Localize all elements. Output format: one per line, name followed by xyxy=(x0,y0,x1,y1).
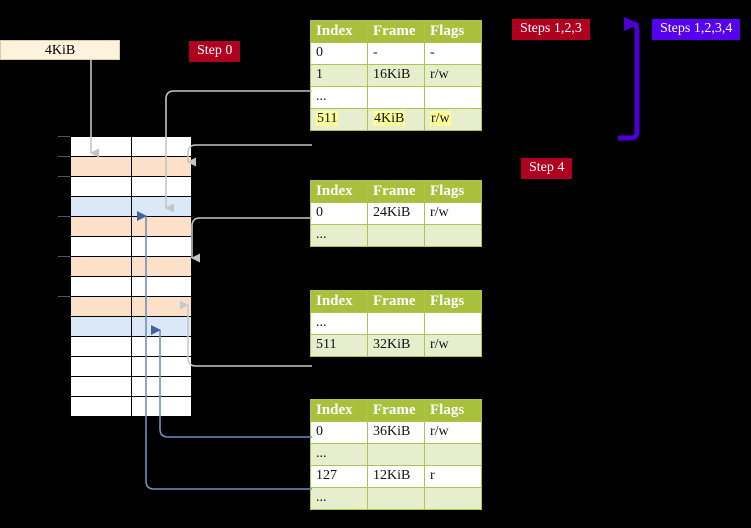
column-header-flags: Flags xyxy=(424,290,482,313)
connector-pdp-to-grid xyxy=(191,217,312,263)
cell-index: ... xyxy=(310,312,368,335)
cell-flags: r/w xyxy=(424,421,482,444)
cell-frame xyxy=(367,487,425,510)
memory-frame-grid xyxy=(70,136,191,417)
cell-flags xyxy=(424,86,482,109)
cell-flags xyxy=(424,443,482,466)
cell-index: 0 xyxy=(310,202,368,225)
column-header-index: Index xyxy=(310,20,368,43)
connector-pd-to-grid xyxy=(180,300,312,367)
cell-frame xyxy=(367,312,425,335)
cell-frame xyxy=(367,86,425,109)
badge-steps-1234: Steps 1,2,3,4 xyxy=(652,19,741,40)
table-row: 0-- xyxy=(310,42,482,65)
table-row: ... xyxy=(310,487,482,510)
cell-flags: r/w xyxy=(424,64,482,87)
cell-flags xyxy=(424,312,482,335)
memory-row-tick xyxy=(58,136,70,137)
column-header-flags: Flags xyxy=(424,20,482,43)
cell-flags xyxy=(424,224,482,247)
cell-index: ... xyxy=(310,224,368,247)
cell-flags xyxy=(424,487,482,510)
cell-index: 0 xyxy=(310,421,368,444)
cell-frame: 12KiB xyxy=(367,465,425,488)
highlighted-value: 511 xyxy=(316,111,339,126)
column-header-frame: Frame xyxy=(367,290,425,313)
cell-frame: 4KiB xyxy=(367,108,425,131)
badge-step-4: Step 4 xyxy=(521,158,573,179)
cell-flags: r/w xyxy=(424,334,482,357)
memory-size-box: 4KiB xyxy=(0,40,120,60)
cell-frame: 24KiB xyxy=(367,202,425,225)
column-header-frame: Frame xyxy=(367,180,425,203)
cell-index: 0 xyxy=(310,42,368,65)
cell-index: ... xyxy=(310,443,368,466)
cell-frame: - xyxy=(367,42,425,65)
memory-row-tick xyxy=(58,176,70,177)
badge-steps-123: Steps 1,2,3 xyxy=(512,19,590,40)
highlighted-value: r/w xyxy=(430,111,451,126)
table-row: ... xyxy=(310,312,482,335)
cell-frame xyxy=(367,224,425,247)
connector-grid-to-pdp xyxy=(187,144,312,167)
column-header-frame: Frame xyxy=(367,20,425,43)
cell-index: ... xyxy=(310,86,368,109)
table-row: ... xyxy=(310,443,482,466)
cell-flags: r/w xyxy=(424,202,482,225)
column-header-frame: Frame xyxy=(367,399,425,422)
cell-frame xyxy=(367,443,425,466)
memory-row-tick xyxy=(58,296,70,297)
table-row: 511 4KiB r/w xyxy=(310,108,482,131)
cell-frame: 16KiB xyxy=(367,64,425,87)
column-header-flags: Flags xyxy=(424,399,482,422)
cell-flags: r/w xyxy=(424,108,482,131)
cell-index: ... xyxy=(310,487,368,510)
cell-flags: - xyxy=(424,42,482,65)
memory-row-tick xyxy=(58,256,70,257)
cell-index: 511 xyxy=(310,108,368,131)
cell-frame: 36KiB xyxy=(367,421,425,444)
table-row: ... xyxy=(310,224,482,247)
steps-bracket-arrow xyxy=(618,17,640,141)
column-header-index: Index xyxy=(310,290,368,313)
badge-step-0: Step 0 xyxy=(189,41,241,62)
cell-flags: r xyxy=(424,465,482,488)
cell-index: 511 xyxy=(310,334,368,357)
cell-index: 127 xyxy=(310,465,368,488)
column-header-flags: Flags xyxy=(424,180,482,203)
memory-row-tick xyxy=(58,156,70,157)
memory-row-tick xyxy=(58,216,70,217)
highlighted-value: 4KiB xyxy=(373,111,406,126)
cell-index: 1 xyxy=(310,64,368,87)
table-row: ... xyxy=(310,86,482,109)
column-header-index: Index xyxy=(310,180,368,203)
column-header-index: Index xyxy=(310,399,368,422)
memory-grid-divider xyxy=(131,137,132,417)
cell-frame: 32KiB xyxy=(367,334,425,357)
